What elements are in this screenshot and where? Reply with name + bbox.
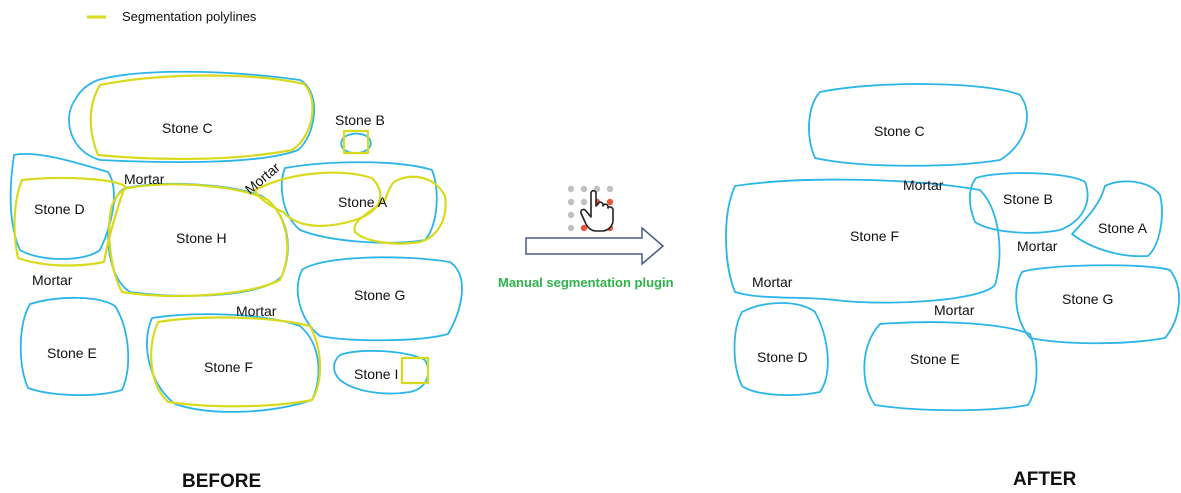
legend-label: Segmentation polylines [122,9,257,24]
before-stone-label: Stone D [34,201,85,217]
plugin-label: Manual segmentation plugin [498,275,674,290]
after-stone-label: Stone E [910,351,960,367]
before-seg-polyline-c [89,74,314,161]
before-stone-label: Stone E [47,345,97,361]
before-stone-outline-d [9,152,115,260]
before-caption: BEFORE [182,471,261,492]
legend: Segmentation polylines [87,9,257,24]
hand-pointer-shape [580,189,614,232]
before-mortar-label: Mortar [236,303,277,319]
before-stone-label: Stone B [335,112,385,128]
before-stone-outline-c [68,70,315,163]
after-stone-label: Stone B [1003,191,1053,207]
plugin-grid-dot [606,185,614,193]
before-seg-polyline-h [108,183,289,298]
after-mortar-label: Mortar [752,274,793,290]
plugin-grid-dot [606,198,614,206]
after-stone-outline-b [968,172,1089,234]
plugin-grid-dot [580,198,588,206]
hand-pointer-icon [567,185,614,232]
after-stone-label: Stone G [1062,291,1113,307]
before-seg-polyline-f [150,316,321,408]
after-stone-label: Stone D [757,349,808,365]
after-caption: AFTER [1013,469,1077,490]
after-mortar-label: Mortar [903,177,944,193]
before-stone-label: Stone C [162,120,213,136]
plugin-grid-dot [567,185,575,193]
plugin-grid-dot [567,198,575,206]
plugin-grid-dot [567,211,575,219]
before-mortar-label: Mortar [32,272,73,288]
plugin-grid-dot [580,224,588,232]
before-seg-polyline-d [13,176,127,267]
after-stone-outline-c [808,83,1028,167]
before-stone-outline-b [340,132,372,154]
after-stone-outline-g [1015,264,1180,345]
before-mortar-label: Mortar [242,159,284,197]
after-mortar-label: Mortar [1017,238,1058,254]
before-stone-outline-e [19,296,130,396]
after-panel: Stone C Stone B Stone A Stone F Stone G … [725,83,1180,490]
before-mortar-label: Mortar [124,171,165,187]
before-seg-polyline-a2 [353,175,447,245]
after-stone-outline-f [725,178,1001,304]
before-panel: Stone C Stone B Stone D Stone H Stone A … [9,70,463,492]
before-stone-label: Stone A [338,194,388,210]
before-stone-outline-i [333,349,430,395]
right-arrow-icon [525,226,665,266]
after-stone-label: Stone A [1098,220,1148,236]
before-stone-label: Stone F [204,359,253,375]
after-mortar-label: Mortar [934,302,975,318]
before-stone-label: Stone I [354,366,398,382]
before-stone-label: Stone G [354,287,405,303]
after-stone-outline-e [863,321,1038,412]
after-stone-outline-a [1071,180,1163,258]
after-stone-label: Stone C [874,123,925,139]
before-stone-label: Stone H [176,230,227,246]
plugin-transition: Manual segmentation plugin [498,185,674,290]
before-seg-polyline-b [342,129,370,155]
after-stone-outline-d [733,302,829,396]
plugin-grid-dot [567,224,575,232]
before-seg-polyline-i [400,356,430,385]
after-stone-label: Stone F [850,228,899,244]
plugin-grid-dot [580,185,588,193]
